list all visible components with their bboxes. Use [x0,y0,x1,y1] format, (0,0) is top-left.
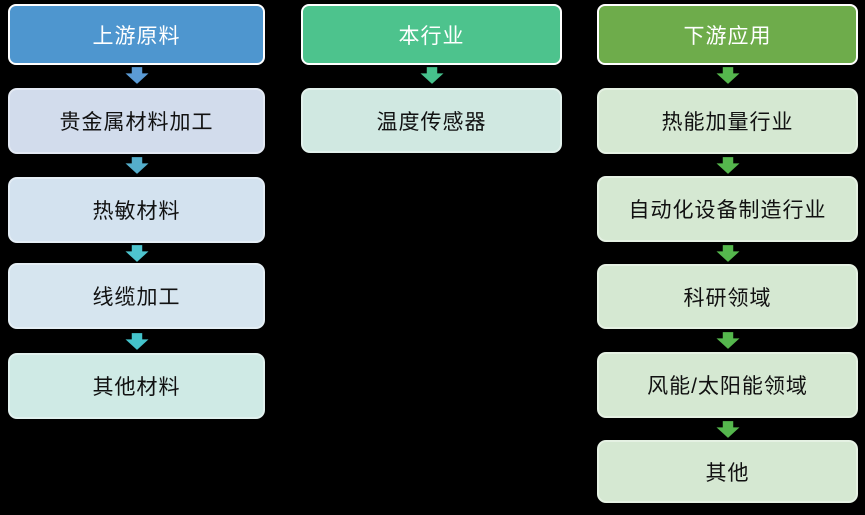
downstream-box-automation-equipment: 自动化设备制造行业 [597,176,858,242]
down-arrow-icon [125,245,148,262]
down-arrow-icon [716,245,739,262]
upstream-header: 上游原料 [8,4,265,65]
down-arrow-icon [420,67,443,84]
down-arrow-icon [125,157,148,174]
downstream-box-research: 科研领域 [597,264,858,329]
upstream-box-cable: 线缆加工 [8,263,265,329]
downstream-box-heat-metering: 热能加量行业 [597,88,858,154]
down-arrow-icon [716,67,739,84]
down-arrow-icon [716,421,739,438]
downstream-header: 下游应用 [597,4,858,65]
column-industry: 本行业 温度传感器 [301,0,562,515]
down-arrow-icon [125,333,148,350]
down-arrow-icon [125,67,148,84]
column-downstream: 下游应用 热能加量行业 自动化设备制造行业 科研领域 风能/太阳能领域 其他 [597,0,858,515]
industry-header: 本行业 [301,4,562,65]
down-arrow-icon [716,332,739,349]
downstream-box-other: 其他 [597,440,858,503]
upstream-box-thermosensitive: 热敏材料 [8,177,265,243]
upstream-box-other-materials: 其他材料 [8,353,265,419]
downstream-box-wind-solar: 风能/太阳能领域 [597,352,858,418]
down-arrow-icon [716,157,739,174]
upstream-box-precious-metal: 贵金属材料加工 [8,88,265,154]
industry-box-temperature-sensor: 温度传感器 [301,88,562,153]
column-upstream: 上游原料 贵金属材料加工 热敏材料 线缆加工 其他材料 [8,0,265,515]
